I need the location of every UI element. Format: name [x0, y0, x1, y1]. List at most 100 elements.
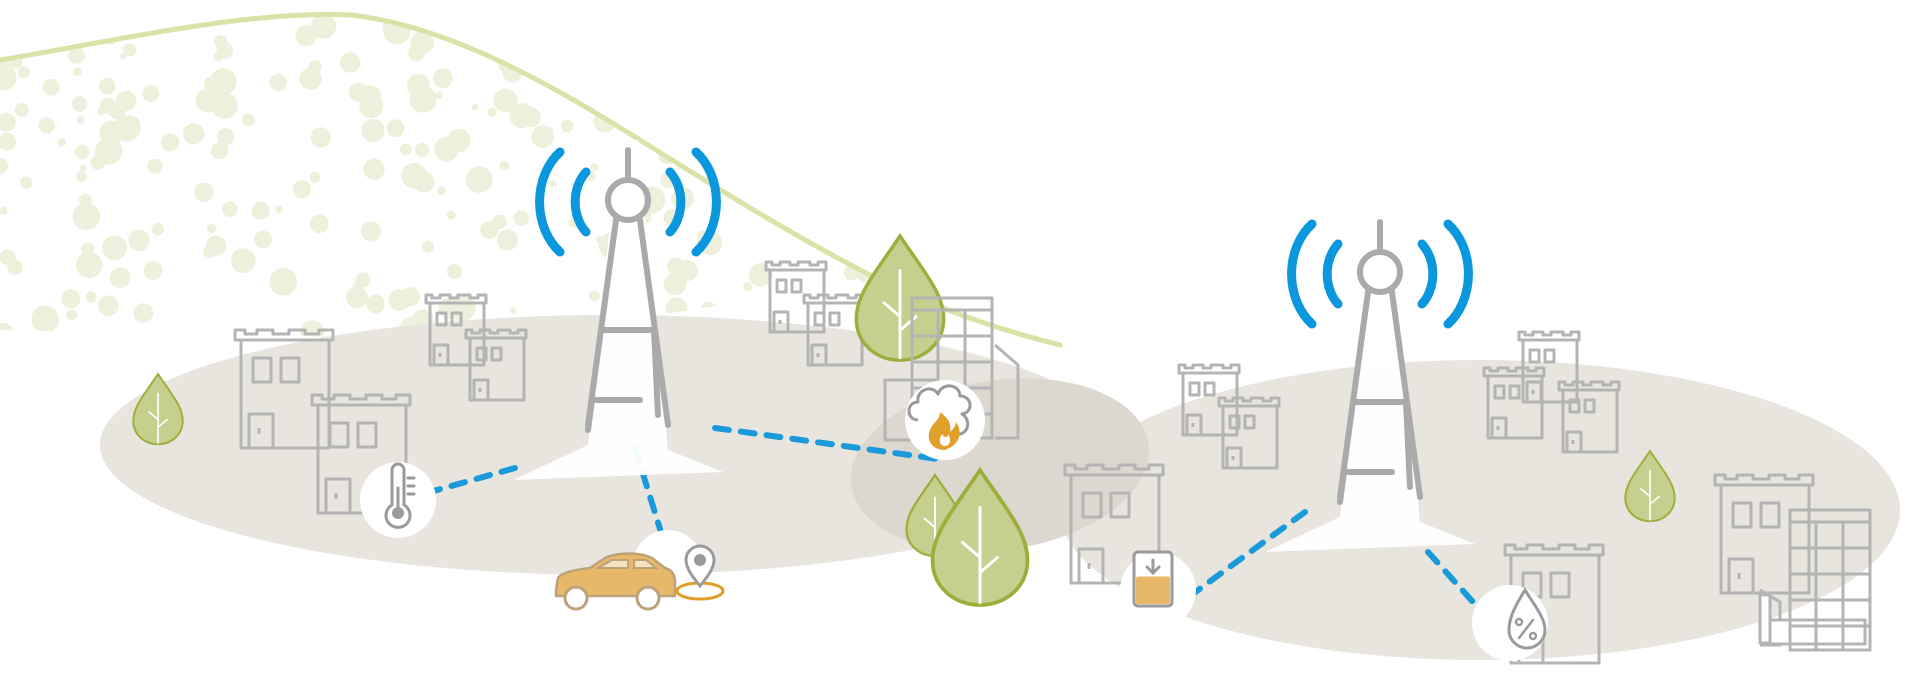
hill-dot: [807, 172, 824, 188]
hill-dot: [226, 206, 236, 216]
hill-dot: [609, 33, 635, 58]
hill-dot: [882, 86, 889, 93]
hill-dot: [14, 103, 29, 117]
hill-dot: [0, 157, 9, 174]
tank-level-sensor-icon: [1120, 550, 1196, 628]
hill-dot: [773, 146, 782, 154]
hill-dot: [851, 102, 868, 119]
hill-dot: [209, 68, 237, 96]
hill-dot: [275, 205, 283, 213]
hill-dot: [71, 96, 88, 112]
hill-dot: [216, 42, 233, 59]
hill-dot: [355, 272, 371, 288]
hill-dot: [823, 203, 851, 231]
temperature-sensor-icon: [360, 462, 436, 538]
hill-dot: [75, 144, 90, 160]
hill-dot: [133, 303, 154, 323]
hill-dot: [90, 154, 106, 171]
hill-dot: [68, 47, 85, 64]
hill-dot: [650, 77, 677, 105]
hill-dot: [782, 69, 792, 79]
hill-dot: [509, 307, 517, 314]
hill-dot: [433, 68, 453, 89]
hill-dot: [116, 90, 137, 112]
hill-dot: [64, 14, 83, 16]
office-blocks: [883, 296, 1872, 652]
hill-dot: [887, 219, 896, 228]
hill-dot: [588, 290, 600, 302]
hill-dot: [859, 145, 870, 156]
hill-dot: [813, 174, 825, 187]
hill-dot: [744, 53, 751, 61]
hill-dot: [516, 34, 538, 56]
hill-dot: [672, 14, 686, 16]
hill-dot: [681, 113, 694, 126]
hill-dot: [66, 309, 78, 321]
hill-dot: [651, 101, 679, 128]
hill-dot: [849, 0, 862, 7]
hill-dot: [882, 146, 893, 157]
hill-dot: [487, 107, 497, 118]
hill-dot: [211, 92, 238, 119]
hill-dot: [309, 171, 321, 183]
hill-dot: [85, 291, 97, 303]
hill-dot: [82, 242, 95, 255]
hill-dot: [308, 60, 322, 74]
hill-dot: [151, 222, 165, 236]
hill-dot: [430, 18, 439, 27]
hill-dot: [10, 265, 17, 273]
hill-dot: [647, 27, 664, 44]
hill-dot: [292, 180, 312, 199]
hill-dot: [802, 179, 820, 198]
hill-dot: [138, 0, 163, 13]
hill-dot: [31, 305, 59, 333]
hill-dot: [422, 240, 435, 253]
hill-dot: [386, 119, 405, 138]
hill-dot: [432, 14, 447, 29]
hill-dot: [860, 171, 867, 179]
hill-dot: [823, 52, 834, 62]
hill-dot: [345, 286, 368, 309]
hill-dot: [0, 322, 14, 340]
hill-dot: [211, 142, 229, 160]
hill-dot: [593, 14, 620, 33]
hill-dot: [821, 27, 833, 39]
hill-dot: [674, 15, 689, 31]
hill-dot: [17, 66, 30, 79]
hill-dot: [604, 52, 615, 63]
hill-dot: [206, 223, 217, 234]
hill-dot: [740, 53, 754, 68]
hill-dot: [120, 53, 126, 59]
hill-dot: [348, 82, 368, 102]
hill-dot: [251, 201, 270, 220]
hill-dot: [582, 40, 593, 52]
hill-dot: [803, 86, 810, 94]
hill-dot: [677, 64, 692, 78]
hill-dot: [676, 260, 698, 282]
hill-dot: [413, 171, 435, 193]
hill-dot: [128, 116, 140, 129]
link-temperature: [427, 465, 518, 495]
hill-dot: [76, 251, 103, 279]
hill-dot: [561, 119, 574, 133]
hill-dot: [109, 267, 131, 289]
hill-dot: [294, 6, 301, 13]
link-fire: [712, 425, 948, 463]
hill-dot: [599, 90, 610, 101]
hill-dot: [72, 202, 101, 231]
hill-dot: [295, 24, 317, 47]
hill-dot: [102, 235, 127, 261]
hill-dot: [435, 91, 443, 99]
hill-dot: [76, 116, 85, 124]
hill-dot: [128, 229, 150, 252]
hill-dot: [147, 158, 163, 174]
hill-dot: [583, 17, 601, 35]
hill-dot: [697, 84, 718, 106]
hill-dot: [97, 295, 119, 317]
hill-dot: [99, 78, 116, 95]
hill-dot: [194, 182, 214, 202]
hill-dot: [0, 63, 17, 91]
hill-dot: [310, 14, 337, 39]
hill-dot: [242, 113, 255, 127]
hill-dot: [793, 111, 806, 123]
